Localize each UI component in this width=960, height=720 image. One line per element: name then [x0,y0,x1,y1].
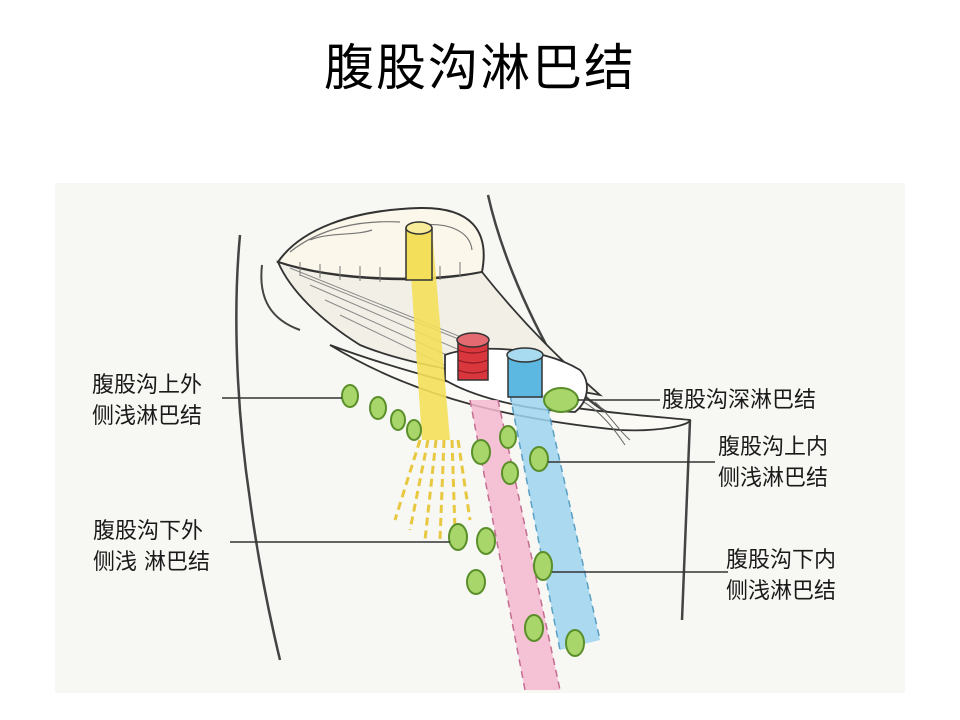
superolateral-node [341,384,359,408]
label-line: 腹股沟下外 [93,519,204,544]
label-line: 腹股沟上内 [718,435,829,460]
deep-lymph-node [543,387,579,413]
nerve-band-yellow [408,230,450,440]
superomedial-node [501,461,519,485]
label-superomedial-superficial-nodes: 腹股沟上内 侧浅淋巴结 [718,432,828,494]
label-superolateral-superficial-nodes: 腹股沟上外 侧浅淋巴结 [92,370,202,432]
ligament-fibers [579,399,631,446]
label-line: 侧浅 淋巴结 [93,550,210,575]
inferomedial-node [565,629,585,657]
femoral-artery [456,332,490,381]
label-line: 腹股沟上外 [92,373,203,398]
inferolateral-node [466,569,486,595]
leader-lines [222,397,728,573]
lymph-nodes [341,384,585,657]
femoral-vein [506,347,544,398]
inferomedial-node [524,614,544,642]
page-title: 腹股沟淋巴结 [324,39,636,97]
superomedial-node [471,439,491,465]
inferomedial-node [533,551,553,581]
superomedial-node [499,425,517,449]
inferolateral-node [476,527,496,555]
label-line: 侧浅淋巴结 [726,579,837,604]
label-inferomedial-superficial-nodes: 腹股沟下内 侧浅淋巴结 [726,545,836,607]
superolateral-node [369,396,387,420]
label-line: 侧浅淋巴结 [92,404,203,429]
yellow-tube [405,221,433,281]
superolateral-node [406,419,422,441]
label-line: 腹股沟下内 [726,548,837,573]
label-deep-nodes: 腹股沟深淋巴结 [662,385,816,416]
inferolateral-node [448,523,468,551]
hip-curve [260,264,301,331]
label-inferolateral-superficial-nodes: 腹股沟下外 侧浅 淋巴结 [93,516,210,578]
superomedial-node [529,446,549,472]
nerve-branches [393,439,472,541]
label-line: 侧浅淋巴结 [718,466,829,491]
superolateral-node [390,409,406,431]
label-line: 腹股沟深淋巴结 [662,388,817,413]
